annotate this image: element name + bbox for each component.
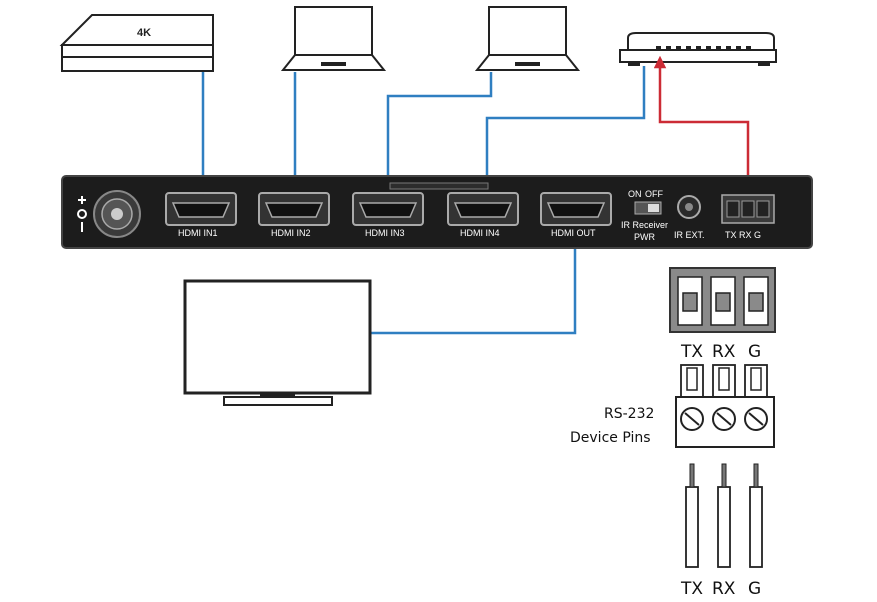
device-pins-label: RS-232 Device Pins	[570, 406, 654, 446]
display-tv	[183, 279, 372, 406]
cable-hdmi-in3	[381, 72, 493, 212]
hdmi-in3-port: HDMI IN3	[352, 192, 424, 238]
cable-hdmi-in4	[480, 66, 646, 212]
top-pin-g: G	[748, 342, 761, 362]
top-pin-labels: TX RX G	[680, 342, 761, 362]
screw-terminals	[680, 407, 768, 431]
pwr-label: PWR	[634, 232, 655, 242]
ir-receiver-label: IR Receiver	[621, 220, 668, 230]
media-player-4k: 4K	[59, 14, 214, 72]
device-pins-line1: RS-232	[604, 406, 654, 422]
bottom-pin-tx: TX	[680, 579, 703, 599]
power-switch: ON OFF IR Receiver PWR	[621, 189, 668, 242]
bottom-pin-labels: TX RX G	[680, 579, 761, 599]
hdmi-in4-label: HDMI IN4	[460, 228, 500, 238]
ir-ext-label: IR EXT.	[674, 230, 705, 240]
switch-on-label: ON	[628, 189, 642, 199]
switch-off-label: OFF	[645, 189, 663, 199]
rs232-cable	[653, 55, 755, 215]
rs232-plug	[675, 364, 775, 448]
rs232-terminal: TX RX G	[721, 194, 775, 240]
top-pin-tx: TX	[680, 342, 703, 362]
switcher-rear-panel: HDMI IN1 HDMI IN2 HDMI IN3 HDMI IN4 HDMI…	[61, 175, 813, 249]
serial-pins-label: TX RX G	[725, 230, 761, 240]
hdmi-in2-port: HDMI IN2	[258, 192, 330, 238]
rs232-wires	[685, 463, 763, 568]
device-pins-line2: Device Pins	[570, 430, 651, 446]
hdmi-in1-port: HDMI IN1	[165, 192, 237, 238]
laptop-1	[280, 6, 387, 71]
hdmi-in3-label: HDMI IN3	[365, 228, 405, 238]
cable-hdmi-out	[370, 203, 582, 335]
laptop-2	[474, 6, 581, 71]
hdmi-out-port: HDMI OUT	[540, 192, 612, 238]
ir-ext-jack: IR EXT.	[674, 195, 705, 240]
hdmi-in4-port: HDMI IN4	[447, 192, 519, 238]
terminal-block-detail	[669, 267, 776, 333]
bottom-pin-g: G	[748, 579, 761, 599]
media-player-badge: 4K	[137, 27, 151, 39]
top-pin-rx: RX	[712, 342, 736, 362]
bottom-pin-rx: RX	[712, 579, 736, 599]
power-jack	[93, 190, 141, 238]
control-device	[619, 32, 777, 66]
hdmi-in1-label: HDMI IN1	[178, 228, 218, 238]
power-polarity-icon	[77, 196, 87, 232]
hdmi-in2-label: HDMI IN2	[271, 228, 311, 238]
hdmi-out-label: HDMI OUT	[551, 228, 596, 238]
panel-groove	[389, 182, 489, 190]
